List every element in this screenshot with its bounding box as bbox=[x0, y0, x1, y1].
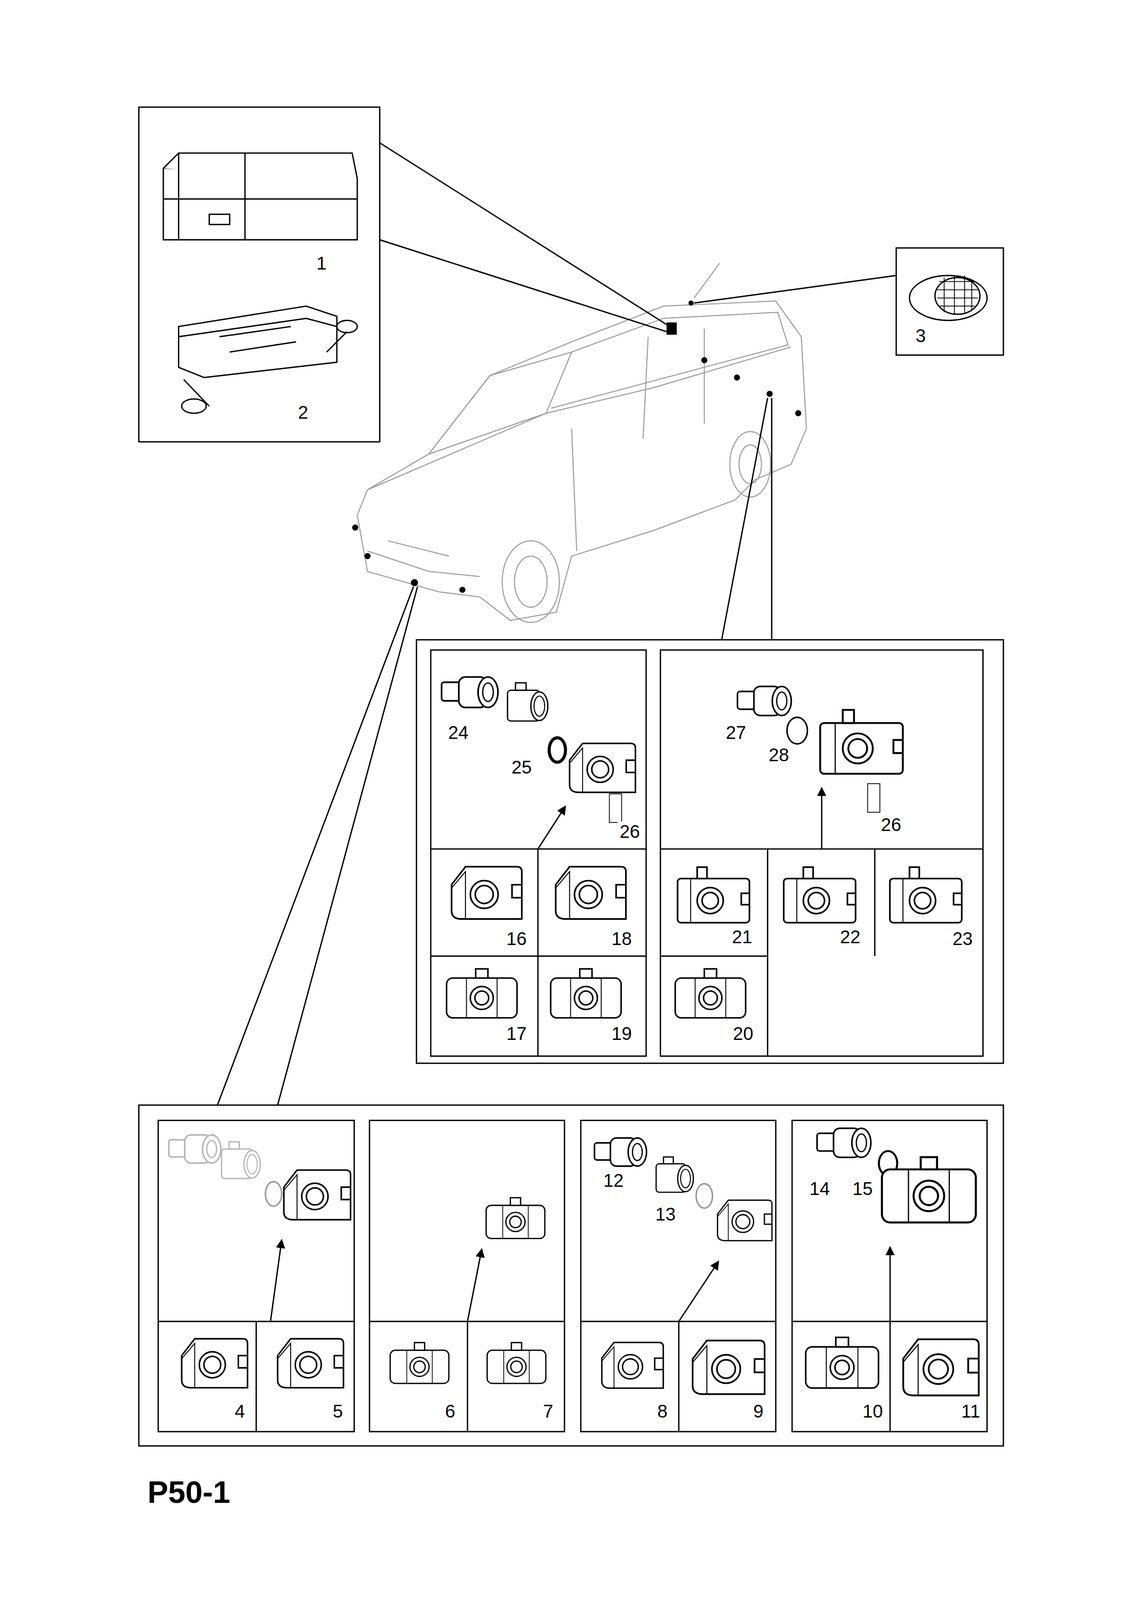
callout-number: 17 bbox=[504, 1023, 529, 1044]
module-pictures bbox=[163, 153, 987, 414]
callout-number: 11 bbox=[959, 1401, 983, 1422]
callout-number: 25 bbox=[509, 757, 534, 778]
callout-number: 26 bbox=[617, 821, 642, 842]
callout-number: 12 bbox=[601, 1170, 626, 1191]
callout-number: 14 bbox=[807, 1178, 832, 1200]
callout-number: 1 bbox=[314, 253, 329, 274]
callout-number: 18 bbox=[609, 928, 634, 950]
callout-number: 21 bbox=[730, 927, 755, 948]
callout-number: 7 bbox=[541, 1401, 555, 1422]
car-outline bbox=[357, 263, 807, 623]
frames bbox=[138, 107, 1004, 1447]
callout-number: 9 bbox=[751, 1401, 766, 1422]
callout-number: 16 bbox=[504, 928, 529, 950]
callout-number: 6 bbox=[443, 1401, 457, 1422]
callout-number: 28 bbox=[766, 745, 792, 766]
callout-number: 10 bbox=[860, 1401, 886, 1422]
callout-number: 27 bbox=[724, 722, 749, 743]
diagram-title: P50-1 bbox=[147, 1476, 230, 1508]
callout-number: 2 bbox=[296, 402, 310, 423]
callout-number: 23 bbox=[950, 928, 975, 950]
callout-number: 4 bbox=[233, 1401, 247, 1422]
callout-number: 26 bbox=[879, 814, 904, 835]
callout-number: 24 bbox=[446, 722, 471, 743]
leader-lines bbox=[217, 142, 897, 1106]
callout-number: 5 bbox=[330, 1401, 345, 1422]
callout-number: 22 bbox=[838, 927, 863, 948]
callout-number: 15 bbox=[850, 1178, 875, 1200]
callout-number: 3 bbox=[913, 325, 928, 346]
callout-number: 13 bbox=[653, 1204, 678, 1225]
callout-number: 20 bbox=[730, 1023, 756, 1044]
callout-number: 8 bbox=[655, 1401, 670, 1422]
sensor-points bbox=[352, 300, 802, 594]
sensor-parts bbox=[168, 677, 979, 1396]
callout-number: 19 bbox=[609, 1023, 634, 1044]
